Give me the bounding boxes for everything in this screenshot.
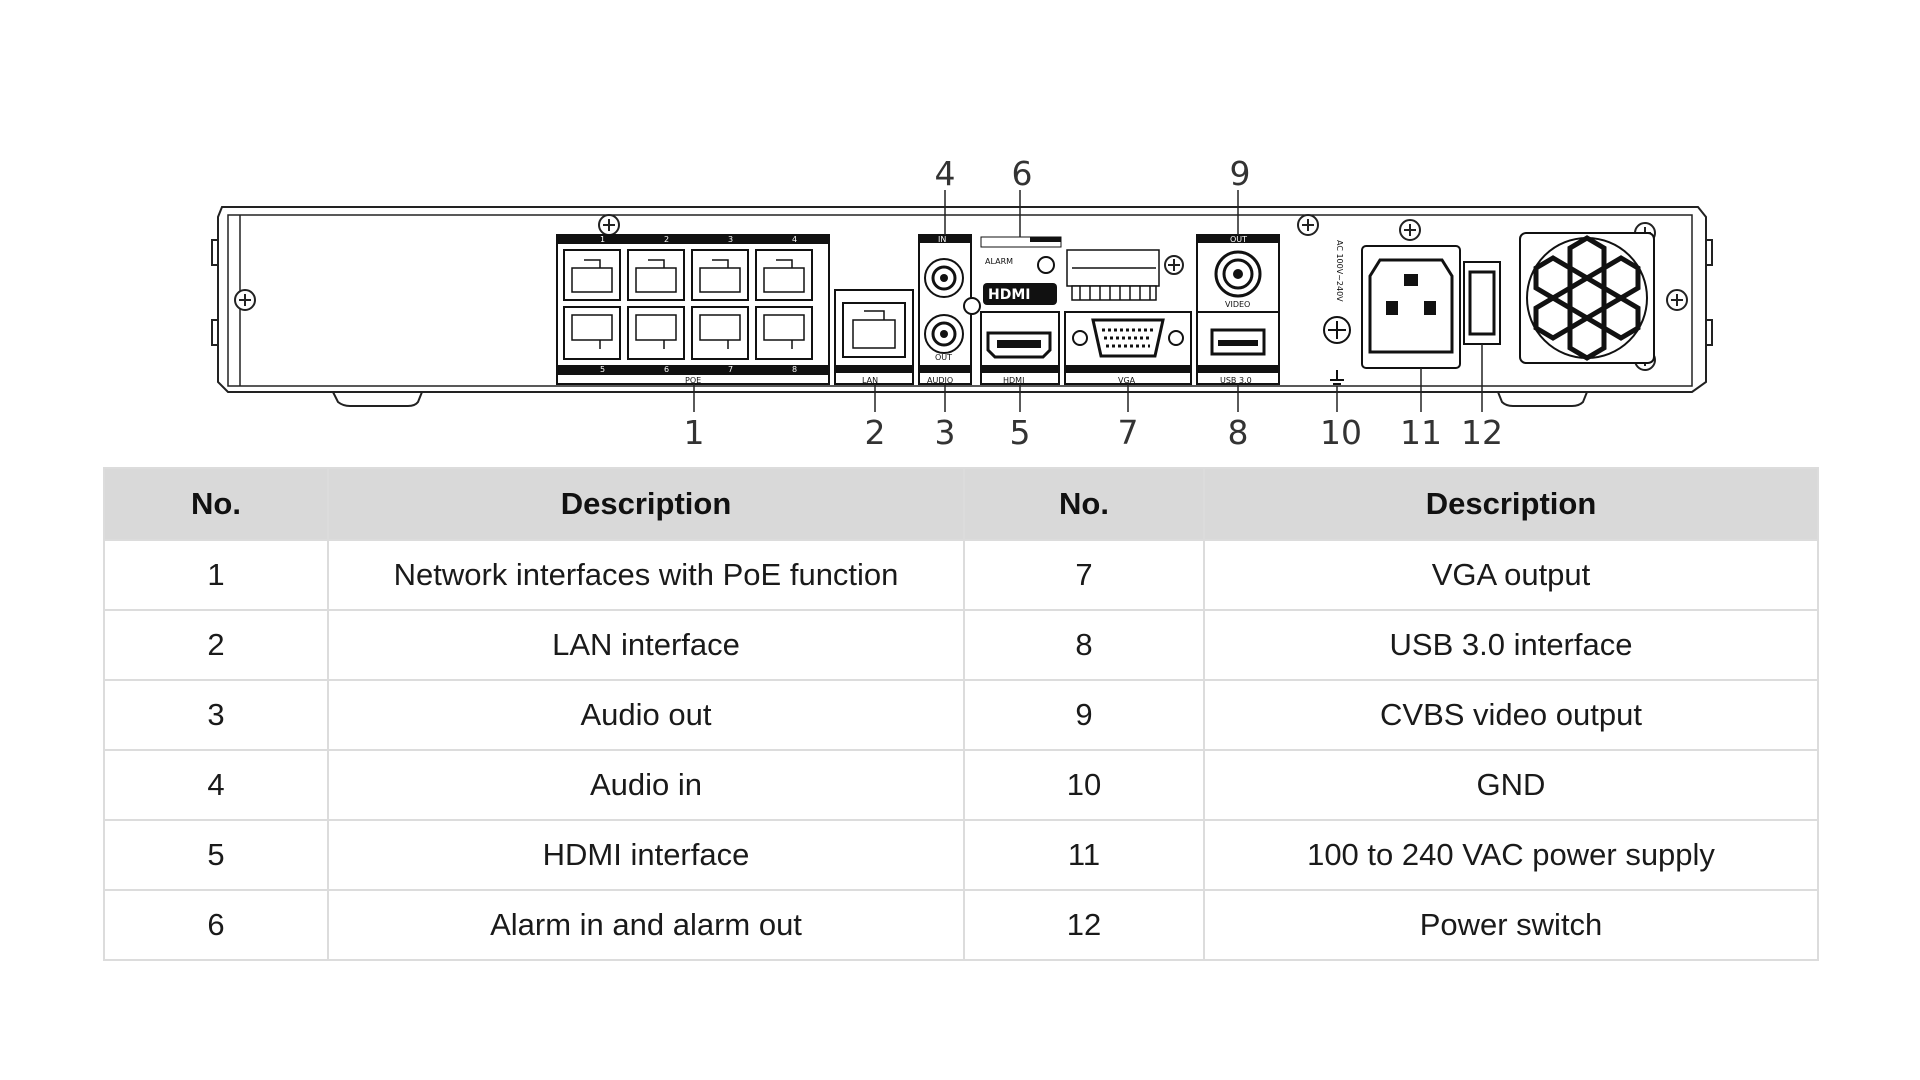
table-row: 4 Audio in 10 GND [103,749,1819,821]
audio-in-label: IN [938,235,946,244]
video-and-usb-block: OUT VIDEO USB 3.0 [1196,234,1280,385]
foot-right [1497,391,1588,407]
cell-no: 7 [963,539,1205,611]
callout-11: 11 [1400,413,1442,452]
audio-out-label: OUT [935,353,952,362]
poe-label: POE [685,376,701,385]
poe-port-label-1: 1 [600,235,605,244]
power-switch [1463,261,1501,345]
callout-3: 3 [935,413,956,452]
cell-description: Power switch [1203,889,1819,961]
callout-5: 5 [1010,413,1031,452]
cell-no: 8 [963,609,1205,681]
cell-no: 5 [103,819,329,891]
callout-1: 1 [684,413,705,452]
alarm-and-hdmi-block: ALARM HDMI HDMI [980,236,1062,385]
fan-grille [1519,232,1655,364]
callout-12: 12 [1461,413,1503,452]
cell-no: 6 [103,889,329,961]
cell-no: 2 [103,609,329,681]
audio-label: AUDIO [927,376,953,385]
usb-label: USB 3.0 [1220,376,1252,385]
lan-port: LAN [834,289,914,385]
alarm-label: ALARM [985,257,1013,266]
vga-label: VGA [1118,376,1136,385]
header-description-left: Description [327,467,965,541]
callout-9: 9 [1230,154,1251,193]
cell-description: USB 3.0 interface [1203,609,1819,681]
table-row: 3 Audio out 9 CVBS video output [103,679,1819,751]
poe-port-label-4: 4 [792,235,797,244]
cell-description: VGA output [1203,539,1819,611]
table-header-row: No. Description No. Description [103,467,1819,541]
cell-no: 3 [103,679,329,751]
cell-description: HDMI interface [327,819,965,891]
callout-numbers: 1 2 3 4 5 6 7 8 9 10 11 12 [684,154,1504,452]
header-no-right: No. [963,467,1205,541]
vga-port: VGA [1064,311,1192,385]
chassis-outline [217,206,1707,393]
cell-no: 9 [963,679,1205,751]
cell-description: 100 to 240 VAC power supply [1203,819,1819,891]
cell-description: Alarm in and alarm out [327,889,965,961]
cell-description: GND [1203,749,1819,821]
header-description-right: Description [1203,467,1819,541]
ac-rating-label: AC 100V~240V [1335,240,1344,302]
gnd-terminal [1323,316,1351,385]
cell-no: 12 [963,889,1205,961]
poe-port-label-6: 6 [664,365,669,374]
cell-no: 4 [103,749,329,821]
cell-no: 1 [103,539,329,611]
poe-port-label-8: 8 [792,365,797,374]
cell-description: Audio in [327,749,965,821]
audio-ports: IN OUT AUDIO [918,234,981,385]
callout-7: 7 [1118,413,1139,452]
table-row: 6 Alarm in and alarm out 12 Power switch [103,889,1819,961]
callout-6: 6 [1012,154,1033,193]
hdmi-label: HDMI [1003,376,1024,385]
callout-2: 2 [865,413,886,452]
cell-description: Network interfaces with PoE function [327,539,965,611]
poe-port-label-5: 5 [600,365,605,374]
port-description-table: No. Description No. Description 1 Networ… [103,467,1819,961]
rear-panel-diagram: 1 2 3 4 5 6 7 8 POE LAN [211,154,1713,452]
poe-port-label-3: 3 [728,235,733,244]
table-row: 2 LAN interface 8 USB 3.0 interface [103,609,1819,681]
power-inlet [1361,245,1461,369]
hdmi-logo: HDMI [988,287,1030,303]
table-row: 1 Network interfaces with PoE function 7… [103,539,1819,611]
video-label: VIDEO [1225,300,1250,309]
poe-port-block: 1 2 3 4 5 6 7 8 POE [556,234,830,385]
video-out-label: OUT [1230,235,1247,244]
poe-port-label-2: 2 [664,235,669,244]
table-row: 5 HDMI interface 11 100 to 240 VAC power… [103,819,1819,891]
header-no-left: No. [103,467,329,541]
cell-no: 11 [963,819,1205,891]
cell-description: CVBS video output [1203,679,1819,751]
foot-left [332,391,423,407]
cell-description: Audio out [327,679,965,751]
callout-10: 10 [1320,413,1362,452]
cell-no: 10 [963,749,1205,821]
poe-port-label-7: 7 [728,365,733,374]
callout-8: 8 [1228,413,1249,452]
alarm-terminal-block [1066,249,1160,301]
cell-description: LAN interface [327,609,965,681]
callout-4: 4 [935,154,956,193]
lan-label: LAN [862,376,878,385]
